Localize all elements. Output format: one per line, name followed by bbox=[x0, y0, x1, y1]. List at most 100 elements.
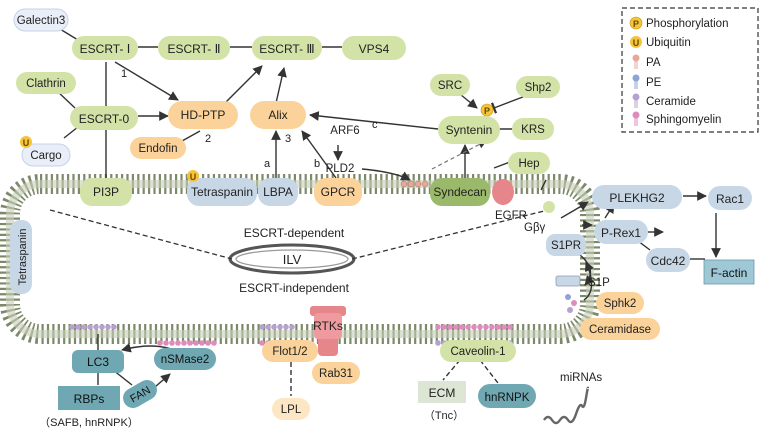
prex1-label: P-Rex1 bbox=[601, 226, 641, 240]
syndecan-node[interactable]: Syndecan bbox=[430, 178, 490, 206]
rac1-label: Rac1 bbox=[716, 192, 744, 206]
legend-sphingomyelin: Sphingomyelin bbox=[632, 111, 721, 126]
tetraspanin-node[interactable]: Tetraspanin U bbox=[187, 170, 257, 206]
legend-ceramide: Ceramide bbox=[632, 93, 696, 108]
arf6-label[interactable]: ARF6 bbox=[330, 125, 359, 137]
s1pr-node[interactable]: S1PR bbox=[546, 234, 586, 256]
pld2-label[interactable]: PLD2 bbox=[326, 163, 355, 175]
tetraspanin-vertical-node[interactable]: Tetraspanin bbox=[10, 220, 32, 294]
shp2-node[interactable]: Shp2 bbox=[516, 76, 560, 98]
escrt-1-node[interactable]: ESCRT- Ⅰ bbox=[72, 36, 138, 60]
egfr-node[interactable]: EGFR bbox=[492, 179, 527, 222]
rtks-node[interactable]: RTKs bbox=[310, 306, 346, 356]
legend-box bbox=[621, 7, 759, 133]
escrt-3-label: ESCRT- Ⅲ bbox=[259, 42, 314, 56]
lc3-node[interactable]: LC3 bbox=[72, 350, 124, 373]
syntenin-label: Syntenin bbox=[446, 123, 493, 137]
ilv-inner bbox=[235, 249, 349, 269]
gby-label[interactable]: Gβγ bbox=[524, 222, 546, 234]
syntenin-phospho-icon: P bbox=[480, 103, 494, 117]
pi3p-node[interactable]: PI3P bbox=[80, 178, 132, 206]
legend-pa: PA bbox=[632, 54, 661, 69]
src-node[interactable]: SRC bbox=[430, 74, 470, 96]
galectin3-node[interactable]: Galectin3 bbox=[13, 8, 69, 32]
rab31-label: Rab31 bbox=[319, 368, 353, 380]
pa-lipid-icon bbox=[632, 54, 640, 62]
s1pr-label: S1PR bbox=[551, 240, 581, 252]
legend-pe-label: PE bbox=[646, 77, 662, 89]
lbpa-node[interactable]: LBPA bbox=[258, 178, 298, 206]
hnrnpk-node[interactable]: hnRNPK bbox=[478, 384, 536, 408]
legend-ubiquitin: U Ubiquitin bbox=[630, 36, 691, 49]
shp2-label: Shp2 bbox=[525, 82, 552, 94]
fan-node[interactable]: FAN bbox=[119, 376, 160, 411]
ilv-label: ILV bbox=[283, 252, 302, 267]
pa-to-syntenin-dashed bbox=[431, 140, 487, 170]
s1p-channel-icon bbox=[555, 275, 581, 287]
escrt-2-label: ESCRT- Ⅱ bbox=[167, 42, 220, 56]
legend-phosphorylation-label: Phosphorylation bbox=[646, 18, 728, 30]
escrt-dependent-label: ESCRT-dependent bbox=[244, 226, 345, 240]
mirnas-label: miRNAs bbox=[560, 372, 602, 384]
alix-node[interactable]: Alix bbox=[250, 101, 306, 129]
path-label-1: 1 bbox=[121, 68, 127, 80]
path-label-2: 2 bbox=[205, 133, 211, 145]
path-label-a: a bbox=[264, 158, 271, 170]
flot-node[interactable]: Flot1/2 bbox=[262, 340, 318, 362]
cargo-ubiquitin-symbol: U bbox=[23, 138, 30, 148]
escrt-0-node[interactable]: ESCRT-0 bbox=[70, 106, 138, 130]
path-label-b: b bbox=[314, 158, 320, 170]
legend-ceramide-label: Ceramide bbox=[646, 96, 696, 108]
clathrin-node[interactable]: Clathrin bbox=[16, 72, 76, 94]
ecm-node[interactable]: ECM bbox=[418, 381, 466, 403]
path-label-c: c bbox=[372, 119, 378, 131]
endofin-node[interactable]: Endofin bbox=[130, 137, 186, 159]
hdptp-node[interactable]: HD-PTP bbox=[168, 101, 238, 129]
egfr-label: EGFR bbox=[495, 210, 527, 222]
ceramidase-node[interactable]: Ceramidase bbox=[580, 318, 660, 340]
krs-node[interactable]: KRS bbox=[512, 118, 554, 140]
rac1-node[interactable]: Rac1 bbox=[708, 186, 752, 210]
tnc-label: （Tnc） bbox=[424, 409, 464, 422]
hep-label: Hep bbox=[518, 158, 539, 170]
galectin3-label: Galectin3 bbox=[17, 15, 66, 27]
ilv-vesicle: ILV bbox=[228, 243, 356, 275]
rbps-node[interactable]: RBPs bbox=[58, 386, 120, 410]
s1p-label[interactable]: S1P bbox=[588, 277, 610, 289]
escrt-2-node[interactable]: ESCRT- Ⅱ bbox=[158, 36, 230, 60]
plekhg2-node[interactable]: PLEKHG2 bbox=[592, 185, 682, 209]
sphk2-node[interactable]: Sphk2 bbox=[596, 292, 644, 314]
factin-label: F-actin bbox=[711, 266, 748, 280]
escrt-independent-label: ESCRT-independent bbox=[239, 281, 350, 295]
legend-ubiquitin-label: Ubiquitin bbox=[646, 37, 691, 49]
cargo-node[interactable]: Cargo U bbox=[20, 136, 71, 167]
syntenin-phospho-symbol: P bbox=[484, 106, 490, 116]
bottom-dashed-edges bbox=[290, 359, 499, 396]
lipid-domain-s1p bbox=[565, 294, 577, 313]
factin-node[interactable]: F-actin bbox=[703, 259, 755, 285]
nsmase2-node[interactable]: nSMase2 bbox=[154, 348, 216, 370]
alix-label: Alix bbox=[268, 108, 287, 122]
mirna-squiggle-icon bbox=[543, 386, 590, 425]
syntenin-node[interactable]: Syntenin bbox=[438, 116, 500, 144]
tetraspanin-ubiquitin-symbol: U bbox=[190, 172, 197, 182]
rab31-node[interactable]: Rab31 bbox=[312, 362, 360, 384]
pe-lipid-icon bbox=[632, 74, 640, 82]
gpcr-node[interactable]: GPCR bbox=[314, 178, 362, 206]
legend-p-symbol: P bbox=[633, 19, 639, 29]
plekhg2-label: PLEKHG2 bbox=[609, 191, 665, 205]
legend-u-symbol: U bbox=[633, 38, 640, 48]
hep-node[interactable]: Hep bbox=[508, 152, 550, 174]
lpl-node[interactable]: LPL bbox=[272, 398, 310, 420]
escrt-3-node[interactable]: ESCRT- Ⅲ bbox=[252, 36, 322, 60]
caveolin-node[interactable]: Caveolin-1 bbox=[440, 340, 516, 362]
prex1-node[interactable]: P-Rex1 bbox=[594, 220, 648, 244]
lipid-domain-left bbox=[69, 324, 217, 346]
rbps-label: RBPs bbox=[74, 392, 105, 406]
cdc42-node[interactable]: Cdc42 bbox=[646, 248, 690, 272]
vps4-node[interactable]: VPS4 bbox=[342, 36, 406, 60]
cargo-label: Cargo bbox=[30, 150, 61, 162]
legend-pe: PE bbox=[632, 74, 662, 89]
